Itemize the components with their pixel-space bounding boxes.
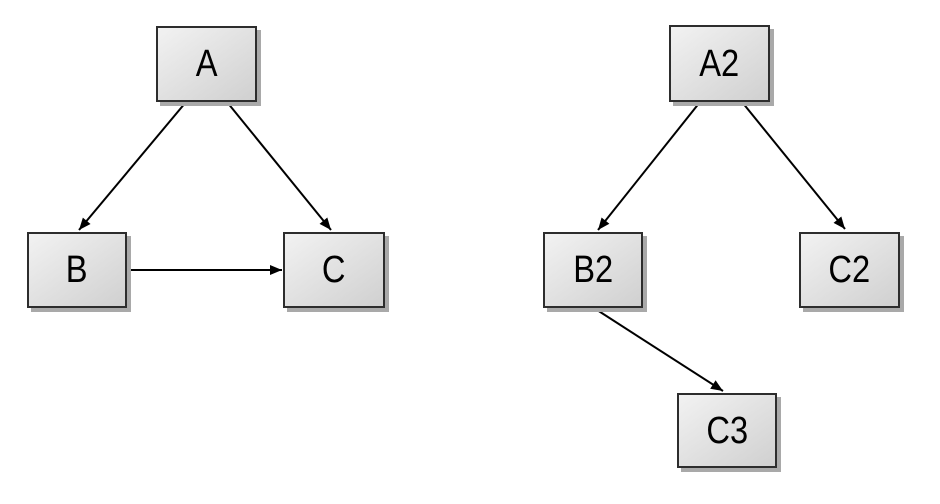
edge-a2-to-c2 [741,101,846,230]
node-c: C [283,232,385,308]
node-b-label: B [66,249,88,291]
node-c2-label: C2 [828,249,871,291]
node-a2-label: A2 [699,42,740,85]
node-c-label: C [322,249,346,291]
node-b: B [27,232,127,308]
node-a2: A2 [669,25,770,102]
edge-b2-to-c3 [593,307,724,392]
node-c3: C3 [677,393,777,468]
node-a: A [156,26,257,102]
edge-a-to-c [226,101,332,231]
node-c3-label: C3 [706,409,748,452]
node-b2: B2 [543,232,643,308]
edge-a-to-b [78,101,187,231]
node-b2-label: B2 [573,249,613,291]
edge-a2-to-b2 [597,101,701,231]
node-a-label: A [195,43,218,85]
node-c2: C2 [799,232,900,308]
